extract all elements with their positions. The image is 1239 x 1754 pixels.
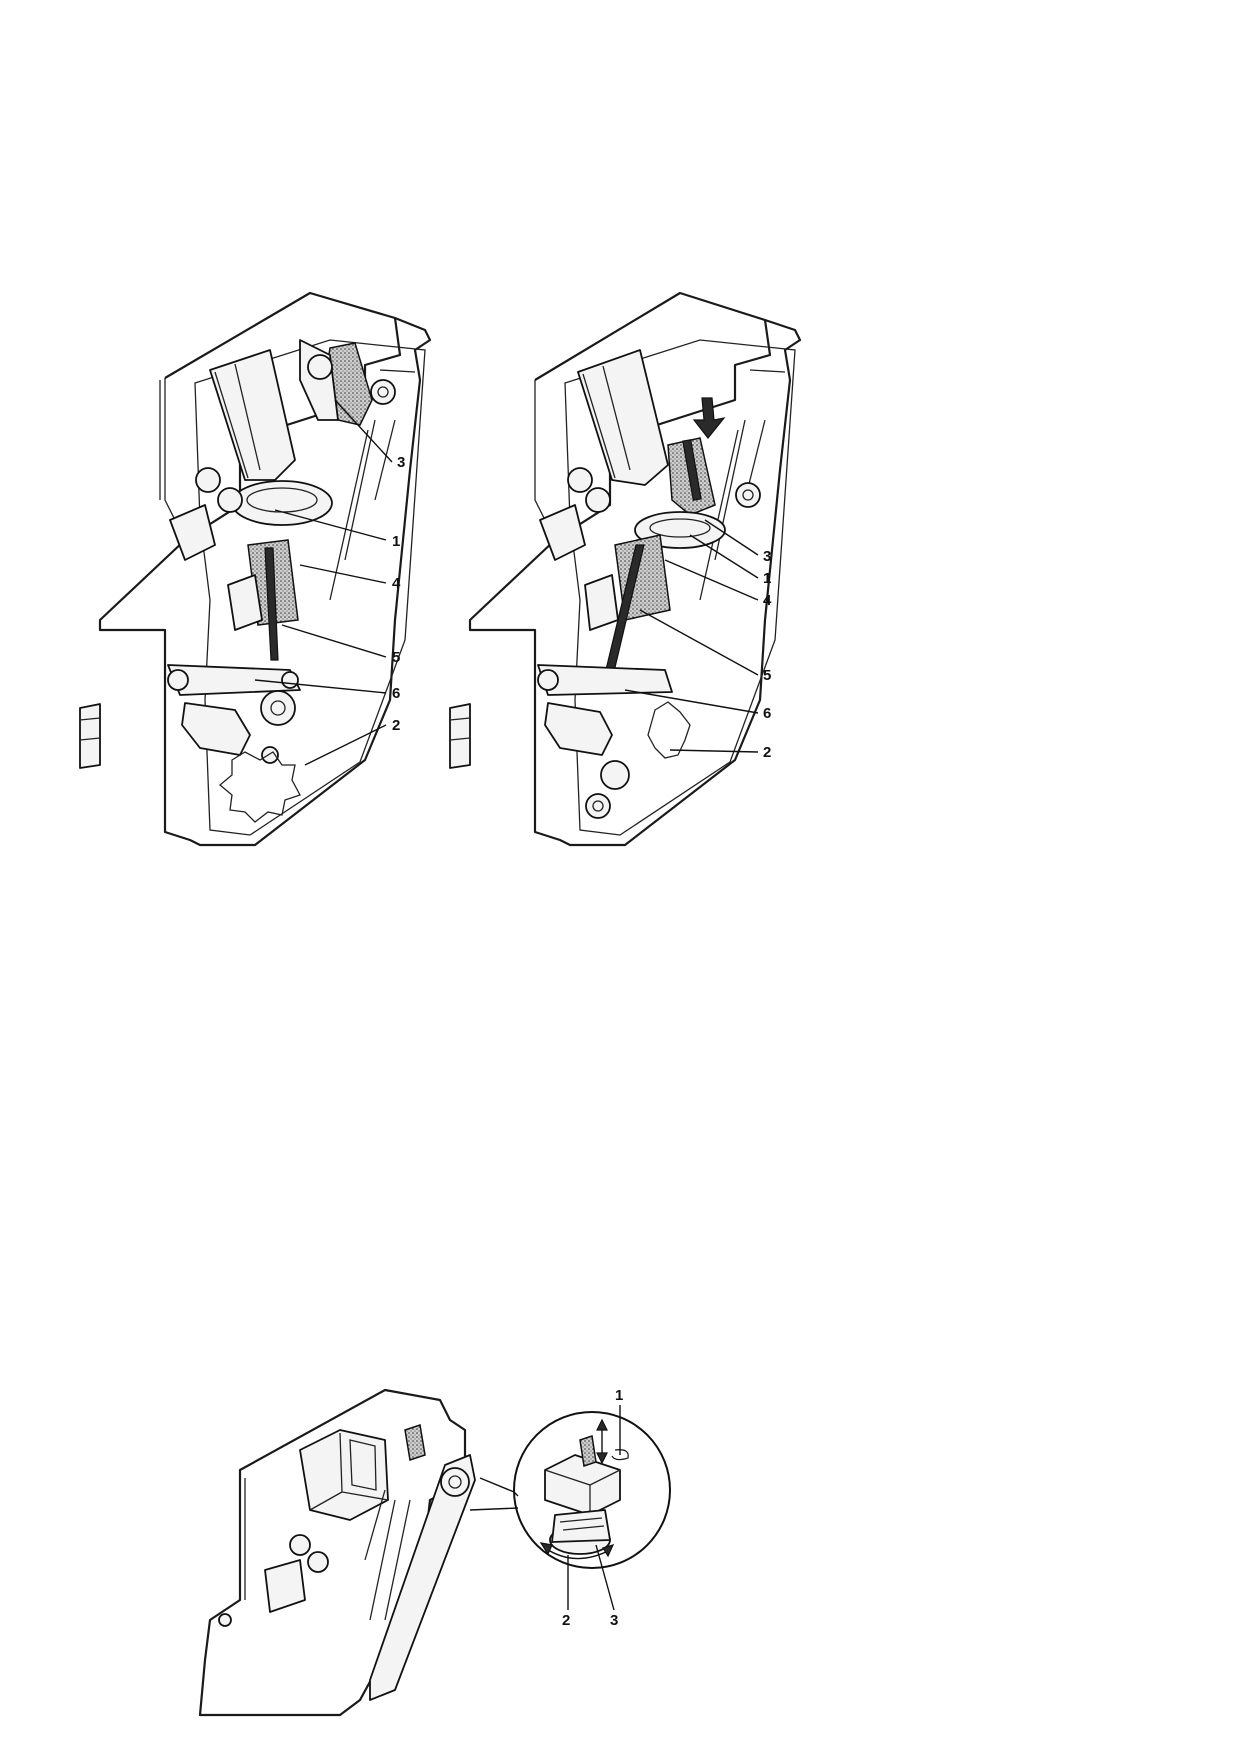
right-down-arrow bbox=[692, 397, 726, 439]
left-pin-upper bbox=[195, 467, 221, 493]
left-label-5: 5 bbox=[392, 649, 400, 666]
right-label-1: 1 bbox=[763, 570, 771, 587]
left-label-4: 4 bbox=[392, 575, 401, 592]
left-label-1: 1 bbox=[392, 533, 400, 550]
bottom-top-screw bbox=[404, 1424, 426, 1461]
left-labels: 3 1 4 5 6 2 bbox=[392, 454, 405, 734]
detail-screw-tip bbox=[579, 1435, 597, 1467]
detail-inset-circle bbox=[513, 1411, 671, 1569]
left-label-6: 6 bbox=[392, 685, 400, 702]
right-label-4: 4 bbox=[763, 592, 772, 609]
left-label-2: 2 bbox=[392, 717, 400, 734]
bottom-hopper bbox=[299, 1429, 389, 1521]
left-hopper bbox=[209, 349, 296, 481]
detail-clip bbox=[611, 1449, 629, 1461]
right-hopper bbox=[577, 349, 669, 486]
bottom-label-1: 1 bbox=[615, 1387, 623, 1404]
right-label-6: 6 bbox=[763, 705, 771, 722]
right-lower-pivot bbox=[585, 793, 611, 819]
bottom-labels: 1 2 3 bbox=[562, 1387, 623, 1629]
left-top-pivot bbox=[370, 379, 396, 405]
detail-nut bbox=[544, 1454, 621, 1516]
right-adjuster-knob bbox=[544, 702, 613, 756]
right-label-2: 2 bbox=[763, 744, 771, 761]
right-label-3: 3 bbox=[763, 548, 771, 565]
left-back-plate bbox=[194, 339, 426, 836]
right-back-plate bbox=[564, 339, 796, 836]
bottom-lever bbox=[264, 1559, 306, 1613]
detail-rotation-arrow bbox=[544, 1547, 611, 1560]
left-gear bbox=[218, 751, 301, 823]
right-side-tabs bbox=[449, 703, 471, 769]
left-cutaway-figure bbox=[79, 291, 432, 847]
bottom-label-3: 3 bbox=[610, 1612, 618, 1629]
left-center-screw bbox=[264, 547, 279, 661]
bottom-assembly-figure bbox=[198, 1388, 671, 1717]
left-label-3: 3 bbox=[397, 454, 405, 471]
right-gear bbox=[647, 701, 691, 759]
bottom-side-arm bbox=[369, 1454, 476, 1701]
left-side-tabs bbox=[79, 703, 101, 769]
right-labels: 3 1 4 5 6 2 bbox=[763, 548, 772, 761]
right-label-5: 5 bbox=[763, 667, 771, 684]
right-cutaway-figure bbox=[449, 291, 802, 847]
bottom-label-2: 2 bbox=[562, 1612, 570, 1629]
right-top-pivot bbox=[735, 482, 761, 508]
